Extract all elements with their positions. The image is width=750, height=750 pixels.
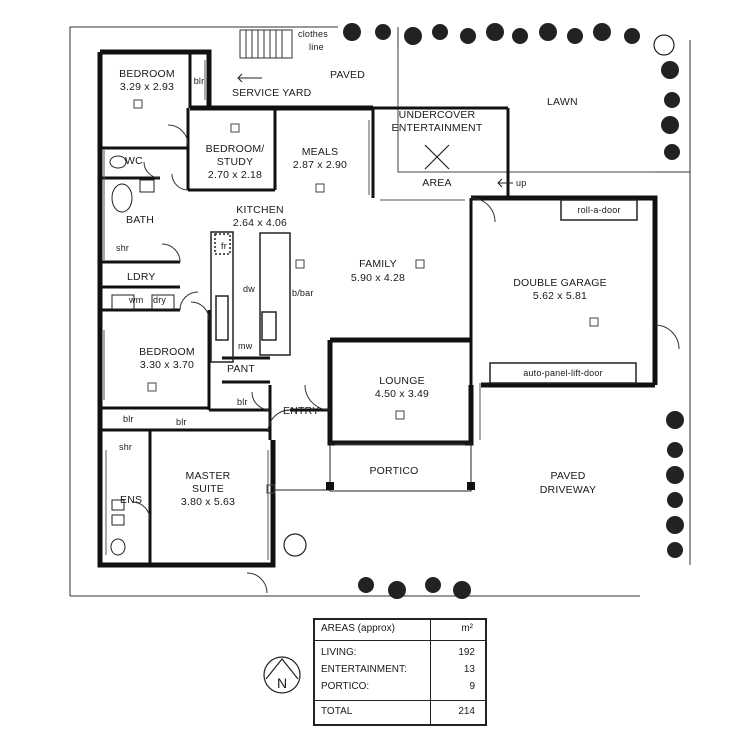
light-marks xyxy=(133,99,599,494)
auto-door-label: auto-panel-lift-door xyxy=(523,368,603,378)
family-size: 5.90 x 4.28 xyxy=(350,272,406,284)
master-name2: SUITE xyxy=(192,483,224,495)
door-swings xyxy=(131,124,680,594)
ens-label: ENS xyxy=(120,494,143,506)
entry-label: ENTRY xyxy=(283,405,320,417)
up-label: up xyxy=(516,178,527,188)
meals-size: 2.87 x 2.90 xyxy=(292,159,348,171)
portico-columns xyxy=(326,482,475,490)
areas-header-row: AREAS (approx) m² xyxy=(315,623,485,639)
bedroom1-size: 3.29 x 2.93 xyxy=(119,81,175,93)
bedroom-study-size: 2.70 x 2.18 xyxy=(207,169,263,181)
lawn-fence xyxy=(397,50,655,173)
blr-label-2: blr xyxy=(237,397,248,407)
bbar-label: b/bar xyxy=(292,288,314,298)
kitchen-benches xyxy=(210,231,291,363)
master-size: 3.80 x 5.63 xyxy=(180,496,236,508)
bedroom2-size: 3.30 x 3.70 xyxy=(139,359,195,371)
garage-doors xyxy=(489,199,638,384)
clothes-label: clothes xyxy=(298,29,328,39)
pant-label: PANT xyxy=(227,363,256,375)
paved-top-label: PAVED xyxy=(330,69,366,81)
north-compass-icon: N xyxy=(262,655,302,695)
areas-row-value: 13 xyxy=(463,664,475,675)
lawn-label: LAWN xyxy=(547,96,578,108)
areas-total-label: TOTAL xyxy=(321,706,353,717)
areas-divider-top xyxy=(315,640,485,641)
areas-row: LIVING: 192 xyxy=(315,647,485,663)
service-yard-arrow xyxy=(237,73,262,83)
internal-walls xyxy=(100,52,510,565)
roll-door-label: roll-a-door xyxy=(577,205,621,215)
fr-label: fr xyxy=(221,241,227,251)
site-boundary xyxy=(69,26,691,597)
compass-graphic xyxy=(263,656,301,694)
areas-row: PORTICO: 9 xyxy=(315,681,485,697)
ldry-label: LDRY xyxy=(127,271,156,283)
areas-row: ENTERTAINMENT: 13 xyxy=(315,664,485,680)
portico-structure xyxy=(273,442,472,492)
fixtures xyxy=(109,155,175,556)
kitchen-size: 2.64 x 4.06 xyxy=(232,217,288,229)
areas-divider-bottom xyxy=(315,700,485,701)
wm-label: wm xyxy=(129,295,144,305)
undercover-name3: AREA xyxy=(422,177,452,189)
paved-driveway-label-1: PAVED xyxy=(550,470,586,482)
areas-row-value: 9 xyxy=(469,681,475,692)
areas-divider-vertical xyxy=(430,620,431,724)
kitchen-name: KITCHEN xyxy=(236,204,284,216)
family-name: FAMILY xyxy=(359,258,397,270)
tree-outline-icons xyxy=(283,34,675,557)
areas-row-label: LIVING: xyxy=(321,647,357,658)
areas-table: AREAS (approx) m² LIVING: 192 ENTERTAINM… xyxy=(313,618,487,726)
blr-label: blr xyxy=(193,76,205,86)
steps xyxy=(239,29,293,59)
bedroom-study-name1: BEDROOM/ xyxy=(205,143,265,155)
undercover-name2: ENTERTAINMENT xyxy=(391,122,483,134)
lounge-name: LOUNGE xyxy=(379,375,425,387)
shr-label: shr xyxy=(116,243,130,253)
areas-total-row: TOTAL 214 xyxy=(315,706,485,722)
areas-unit: m² xyxy=(461,623,473,634)
bath-label: BATH xyxy=(126,214,155,226)
undercover-name1: UNDERCOVER xyxy=(398,109,476,121)
bedroom2-name: BEDROOM xyxy=(139,346,195,358)
windows xyxy=(103,60,481,560)
shrub-icons xyxy=(343,23,684,599)
meals-name: MEALS xyxy=(301,146,339,158)
line-label: line xyxy=(309,42,324,52)
bedroom-study-name2: STUDY xyxy=(216,156,254,168)
areas-row-label: ENTERTAINMENT: xyxy=(321,664,407,675)
master-name1: MASTER xyxy=(185,470,231,482)
shr-label-2: shr xyxy=(119,442,133,452)
north-label: N xyxy=(276,675,288,691)
garage-size: 5.62 x 5.81 xyxy=(532,290,588,302)
up-arrow xyxy=(497,178,513,188)
blr-label-3: blr xyxy=(123,414,134,424)
bedroom1-name: BEDROOM xyxy=(119,68,175,80)
service-yard-label: SERVICE YARD xyxy=(232,87,312,99)
areas-row-label: PORTICO: xyxy=(321,681,370,692)
dry-label: dry xyxy=(153,295,167,305)
portico-label: PORTICO xyxy=(369,465,419,477)
ceiling-fan-icon xyxy=(424,144,450,170)
mw-label: mw xyxy=(238,341,253,351)
dw-label: dw xyxy=(243,284,255,294)
wc-label: WC xyxy=(125,155,143,167)
paved-driveway-label-2: DRIVEWAY xyxy=(539,484,597,496)
areas-row-value: 192 xyxy=(458,647,475,658)
lounge-size: 4.50 x 3.49 xyxy=(374,388,430,400)
areas-total-value: 214 xyxy=(458,706,475,717)
garage-name: DOUBLE GARAGE xyxy=(513,277,607,289)
blr-label-4: blr xyxy=(176,417,187,427)
areas-title: AREAS (approx) xyxy=(321,623,395,634)
